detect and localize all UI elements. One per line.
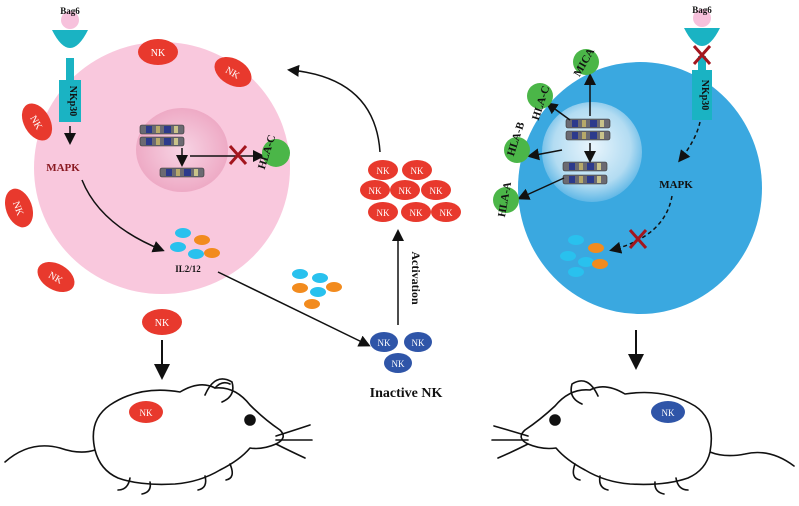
svg-text:NK: NK bbox=[399, 186, 412, 196]
left-nkp30-label: NKp30 bbox=[67, 86, 78, 117]
left-hla-c-molecule bbox=[262, 139, 290, 167]
right-mapk-cross-icon bbox=[628, 229, 648, 249]
svg-text:NK: NK bbox=[662, 408, 675, 418]
svg-text:NK: NK bbox=[411, 166, 424, 176]
right-bag6-icon bbox=[693, 9, 711, 27]
left-mapk-label: MAPK bbox=[46, 162, 80, 174]
left-nkp30-box bbox=[59, 80, 81, 122]
nk-cell: NK bbox=[431, 202, 461, 222]
right-tumor-cell: MICA HLA-C HLA-B HLA-A Bag6 NKp30 MAPK bbox=[493, 5, 762, 314]
right-nucleus bbox=[542, 102, 642, 202]
activation-label: Activation bbox=[409, 251, 423, 305]
svg-text:NK: NK bbox=[155, 318, 170, 329]
left-il-label: IL2/12 bbox=[175, 264, 201, 274]
svg-text:NK: NK bbox=[410, 208, 423, 218]
nk-cell: NK bbox=[214, 56, 252, 88]
inactive-nk-caption: Inactive NK bbox=[370, 386, 443, 401]
hla-c-molecule bbox=[527, 83, 553, 109]
nk-cell: NK bbox=[21, 103, 53, 141]
left-cross-icon bbox=[228, 145, 248, 165]
nk-cell: NK bbox=[421, 180, 451, 200]
left-mouse bbox=[4, 378, 313, 495]
middle-cytokines bbox=[292, 269, 342, 309]
arrow-to-hla-b bbox=[527, 148, 563, 161]
right-mouse-tail bbox=[709, 451, 795, 467]
left-cytokines bbox=[170, 228, 220, 259]
right-cytokines bbox=[560, 235, 608, 277]
right-bag6-label: Bag6 bbox=[692, 5, 712, 15]
right-bag6-cross-icon bbox=[692, 45, 712, 65]
left-cytokine-arrow bbox=[81, 179, 165, 253]
right-mouse bbox=[491, 380, 795, 495]
left-tumor-cell: HLA-C Bag6 NKp30 MAPK IL2/12 bbox=[34, 6, 290, 294]
nk-cell: NK bbox=[390, 180, 420, 200]
nk-cell: NK bbox=[37, 261, 75, 293]
nk-cell: NK bbox=[370, 332, 398, 352]
svg-text:NK: NK bbox=[369, 186, 382, 196]
left-nk-cells: NK NK NK NK NK NK bbox=[4, 39, 252, 335]
svg-text:NK: NK bbox=[392, 359, 405, 369]
mica-molecule bbox=[573, 49, 599, 75]
svg-text:NK: NK bbox=[430, 186, 443, 196]
right-mapk-label: MAPK bbox=[659, 179, 693, 191]
left-receptor-head bbox=[52, 30, 88, 48]
hla-b-molecule bbox=[504, 137, 530, 163]
svg-text:NK: NK bbox=[140, 408, 153, 418]
nk-cell: NK bbox=[368, 202, 398, 222]
nk-cell: NK bbox=[384, 353, 412, 373]
nk-cell: NK bbox=[138, 39, 178, 65]
left-mouse-tail bbox=[4, 445, 96, 463]
right-receptor-stalk bbox=[698, 56, 706, 70]
nk-cell: NK bbox=[368, 160, 398, 180]
right-mouse-nk-cell: NK bbox=[651, 401, 685, 423]
left-bag6-label: Bag6 bbox=[60, 6, 80, 16]
nk-cell: NK bbox=[401, 202, 431, 222]
svg-text:NK: NK bbox=[378, 338, 391, 348]
svg-text:NK: NK bbox=[377, 166, 390, 176]
svg-text:NK: NK bbox=[10, 200, 26, 218]
left-receptor-stalk bbox=[66, 58, 74, 80]
right-receptor-head bbox=[684, 28, 720, 46]
inactive-nk-cluster: NK NK NK bbox=[370, 332, 432, 373]
nk-cell: NK bbox=[360, 180, 390, 200]
nk-cell: NK bbox=[402, 160, 432, 180]
right-cell-body bbox=[518, 62, 762, 314]
arrow-to-hla-a bbox=[517, 177, 565, 200]
arrow-to-hla-c bbox=[545, 102, 571, 121]
svg-text:NK: NK bbox=[151, 48, 166, 59]
left-bag6-icon bbox=[61, 11, 79, 29]
left-mouse-nk-cell: NK bbox=[129, 401, 163, 423]
nk-cell: NK bbox=[4, 188, 34, 228]
right-mapk-arrow bbox=[678, 121, 701, 163]
return-arrow bbox=[287, 64, 381, 153]
right-nkp30-label: NKp30 bbox=[699, 80, 710, 111]
active-nk-cluster: NK NK NK NK NK NK NK NK bbox=[360, 160, 461, 222]
svg-text:NK: NK bbox=[377, 208, 390, 218]
right-nkp30-box bbox=[692, 70, 712, 120]
svg-text:NK: NK bbox=[440, 208, 453, 218]
cytokine-to-nk-arrow bbox=[217, 271, 371, 347]
svg-text:NK: NK bbox=[412, 338, 425, 348]
nk-cell: NK bbox=[142, 309, 182, 335]
nk-cell: NK bbox=[404, 332, 432, 352]
right-cytokine-arrow bbox=[609, 195, 673, 254]
hla-a-molecule bbox=[493, 187, 519, 213]
